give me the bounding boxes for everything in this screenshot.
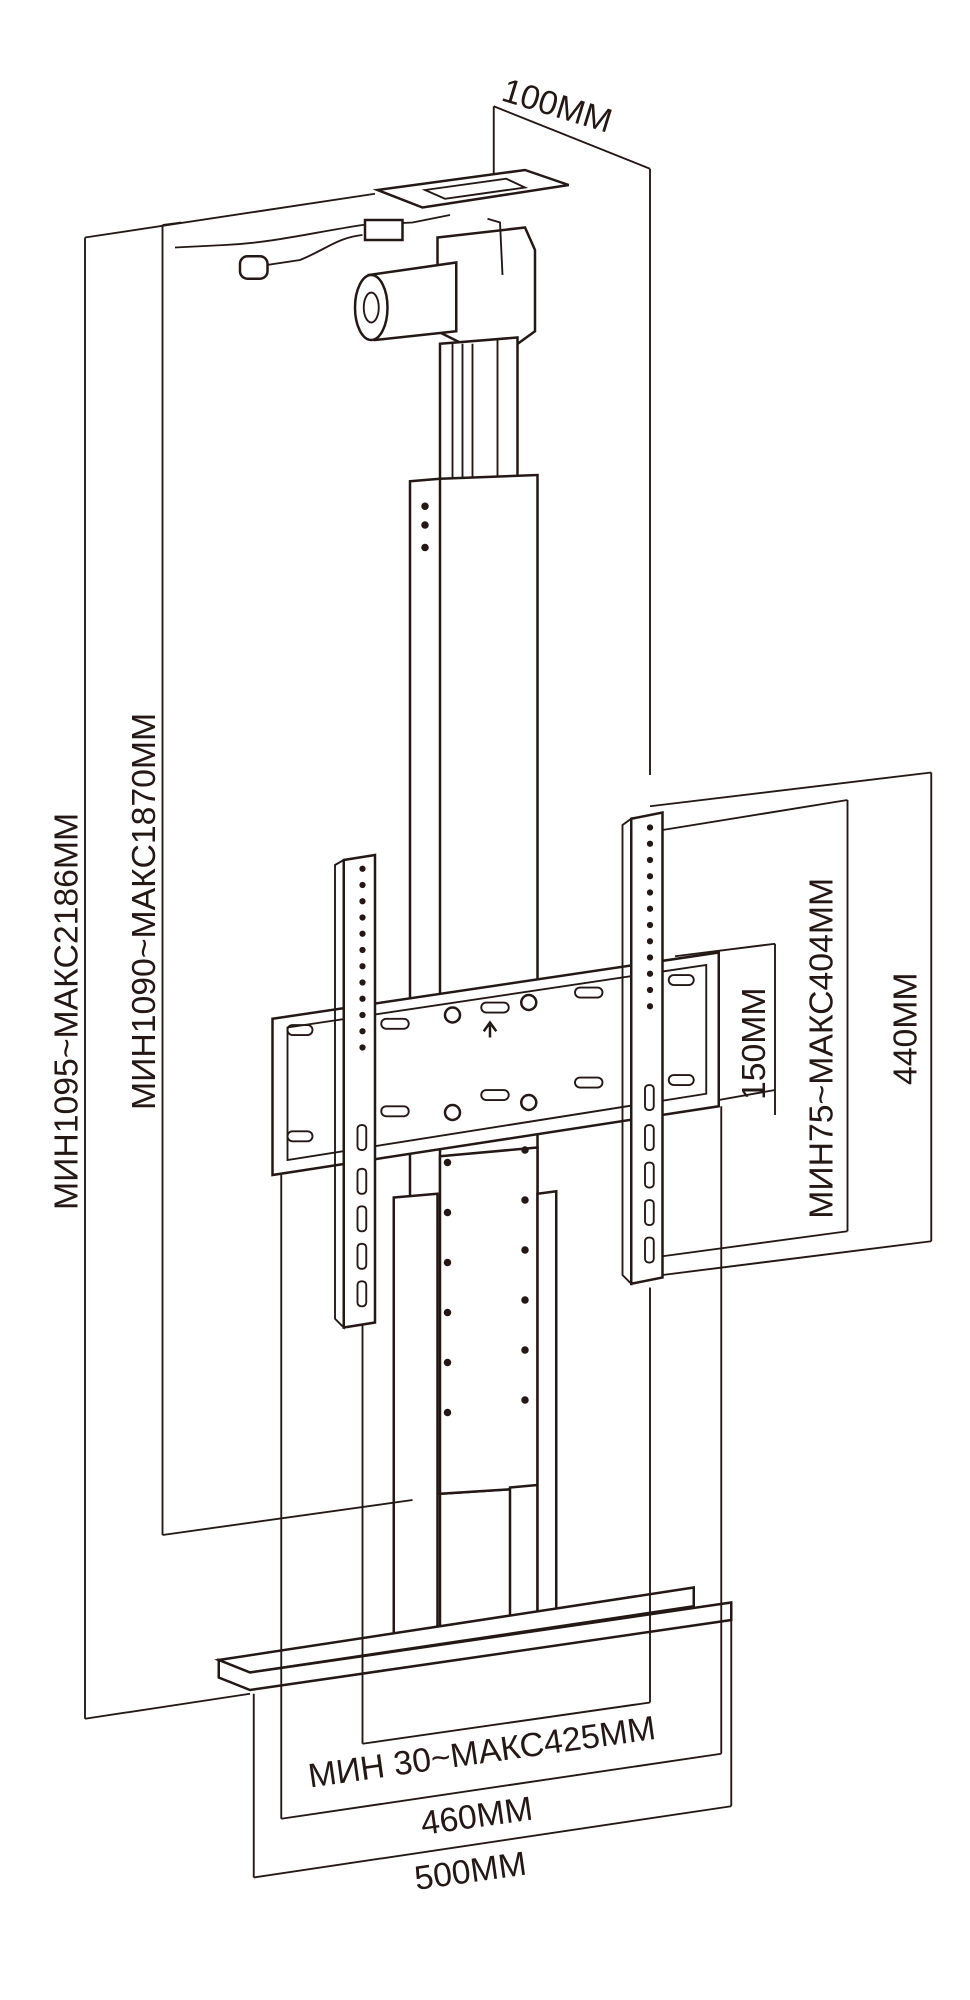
- total-height-label: МИН1095~МАКС2186ММ: [48, 813, 86, 1210]
- inner-column: [438, 336, 519, 489]
- left-vertical-arm: [334, 853, 377, 1330]
- power-cable: [174, 214, 451, 280]
- right-vertical-arm: [621, 810, 664, 1287]
- top-depth-label: 100ММ: [498, 71, 617, 140]
- tray-width-label: 460ММ: [418, 1790, 535, 1843]
- column-height-label: МИН1090~МАКС1870ММ: [125, 713, 163, 1110]
- vesa-horizontal-range-label: МИН 30~МАКС425ММ: [306, 1709, 658, 1795]
- wall-plate: [271, 951, 720, 1177]
- vesa-vertical-range-label: МИН75~МАКС404ММ: [803, 878, 841, 1219]
- base-tray: [214, 1586, 733, 1692]
- dimension-lines: [84, 105, 933, 1879]
- rail-spacing-label: 150ММ: [735, 987, 773, 1100]
- bracket-height-label: 440ММ: [886, 972, 924, 1085]
- motor-housing: [353, 217, 537, 352]
- lower-column: [392, 1146, 558, 1649]
- ceiling-plate: [372, 168, 570, 209]
- base-width-label: 500ММ: [412, 1845, 529, 1898]
